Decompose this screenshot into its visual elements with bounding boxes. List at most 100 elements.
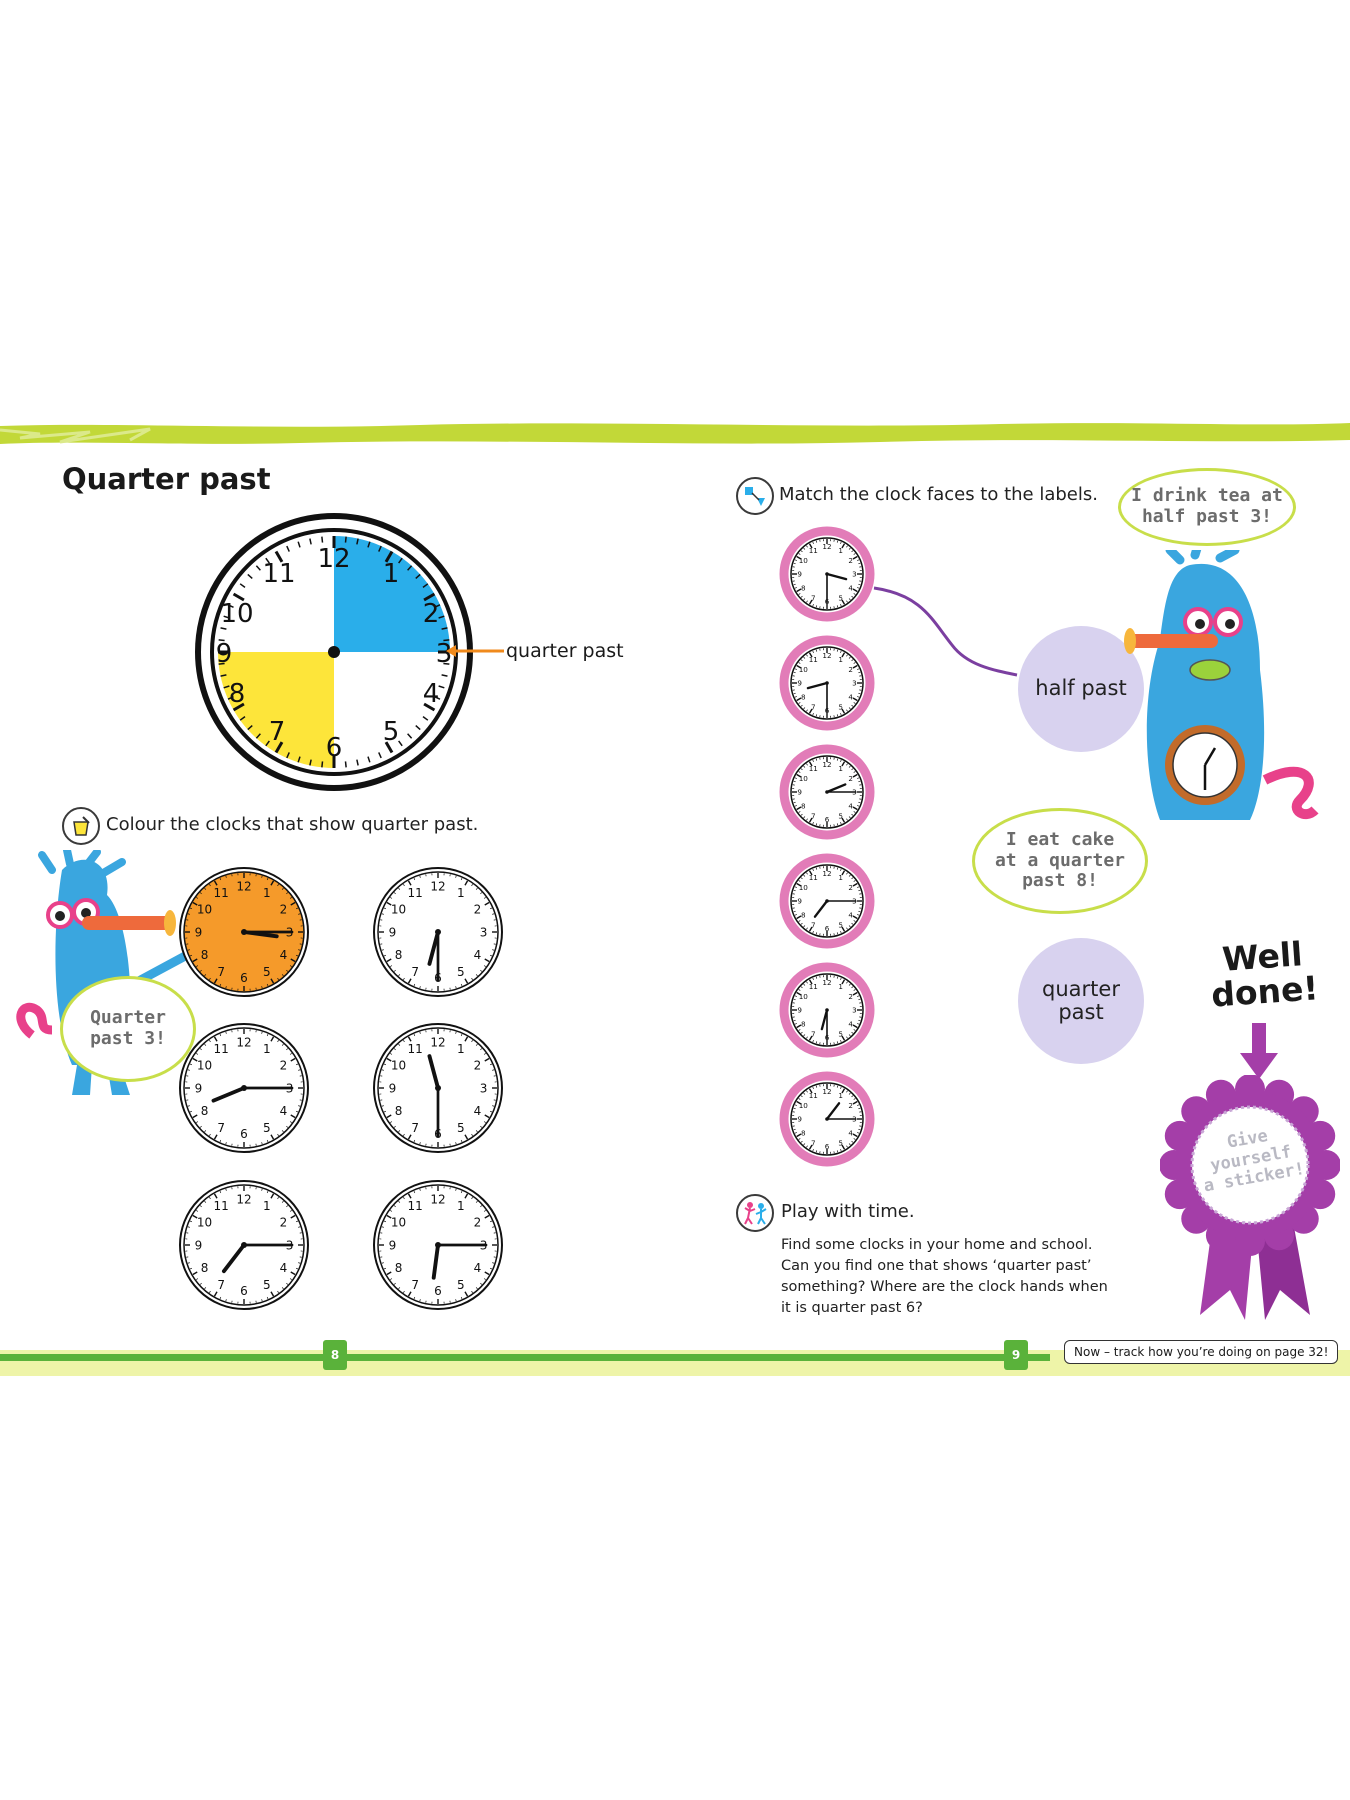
clock-tick — [464, 880, 469, 886]
clock-tick — [295, 1110, 299, 1113]
match-clock[interactable]: 123456789101112 — [777, 1069, 877, 1169]
clock-numeral: 8 — [801, 1019, 806, 1028]
play-heading: Play with time. — [781, 1201, 915, 1222]
clock-numeral: 5 — [457, 1278, 465, 1292]
clock-numeral: 2 — [848, 1101, 853, 1110]
clock-center — [825, 572, 829, 576]
clock-tick — [846, 981, 848, 984]
clock-tick — [281, 1200, 284, 1203]
clock-tick — [858, 1107, 861, 1110]
clock-tick — [381, 1262, 384, 1264]
colouring-clock[interactable]: 123456789101112 — [368, 1175, 508, 1315]
clock-numeral: 11 — [809, 764, 818, 773]
clock-tick — [798, 1029, 801, 1031]
clock-tick — [390, 897, 393, 899]
clock-tick — [815, 540, 818, 543]
clock-numeral: 5 — [838, 811, 843, 820]
clock-tick — [438, 615, 445, 619]
clock-tick — [383, 1220, 387, 1223]
clock-tick — [853, 1138, 856, 1140]
label-quarter-past[interactable]: quarter past — [1018, 938, 1144, 1064]
clock-center — [825, 1008, 829, 1012]
label-quarter-past-line: past — [1058, 1000, 1104, 1024]
clock-tick — [798, 702, 801, 704]
match-clock[interactable]: 123456789101112 — [777, 742, 877, 842]
clock-numeral: 5 — [457, 1121, 465, 1135]
clock-numeral: 1 — [457, 1042, 465, 1056]
colouring-clock[interactable]: 123456789101112 — [174, 1018, 314, 1158]
clock-numeral: 11 — [809, 546, 818, 555]
colour-instruction: Colour the clocks that show quarter past… — [106, 814, 479, 835]
clock-tick — [261, 1299, 263, 1302]
clock-tick — [464, 1193, 469, 1199]
clock-tick — [295, 1267, 299, 1270]
clock-tick — [213, 1036, 218, 1042]
clock-tick — [398, 1043, 401, 1046]
clock-tick — [419, 986, 421, 989]
clock-numeral: 7 — [811, 920, 816, 929]
clock-tick — [484, 901, 490, 906]
clock-tick — [808, 817, 813, 823]
clock-tick — [796, 773, 802, 778]
svg-text:3: 3 — [436, 639, 453, 669]
clock-tick — [239, 583, 246, 588]
clock-tick — [270, 978, 275, 984]
clock-tick — [390, 965, 393, 967]
clock-tick — [199, 1205, 202, 1208]
clock-tick — [846, 545, 848, 548]
clock-ring — [779, 1071, 875, 1167]
clock-tick — [492, 1069, 495, 1071]
match-clock[interactable]: 123456789101112 — [777, 960, 877, 1060]
clock-tick — [796, 806, 802, 811]
colouring-clock[interactable]: 123456789101112 — [174, 1175, 314, 1315]
clock-tick — [289, 1210, 292, 1212]
clock-numeral: 10 — [799, 556, 809, 565]
play-line: Can you find one that shows ‘quarter pas… — [781, 1258, 1092, 1275]
clock-tick — [796, 991, 802, 996]
clock-tick — [806, 545, 808, 548]
clock-tick — [434, 696, 441, 700]
clock-numeral: 12 — [822, 978, 831, 987]
clock-tick — [213, 1134, 218, 1140]
clock-tick — [800, 1140, 803, 1143]
colouring-clock[interactable]: 123456789101112 — [368, 862, 508, 1002]
clock-tick — [803, 765, 806, 768]
clock-tick — [857, 1132, 860, 1134]
clock-numeral: 11 — [214, 886, 229, 900]
clock-tick — [422, 716, 429, 721]
speech-bubble-left: Quarter past 3! — [60, 976, 196, 1082]
clock-tick — [309, 538, 312, 545]
clock-tick — [393, 1205, 396, 1208]
track-progress-note: Now – track how you’re doing on page 32! — [1064, 1340, 1339, 1364]
colouring-clock[interactable]: 123456789101112 — [368, 1018, 508, 1158]
svg-text:11: 11 — [262, 559, 295, 589]
clock-tick — [464, 1134, 469, 1140]
match-clock[interactable]: 123456789101112 — [777, 633, 877, 733]
clock-tick — [846, 1090, 848, 1093]
match-clock[interactable]: 123456789101112 — [777, 851, 877, 951]
clock-tick — [853, 880, 856, 882]
clock-numeral: 9 — [797, 788, 802, 797]
coloured-clock[interactable]: 123456789101112 — [174, 862, 314, 1002]
clock-tick — [857, 1104, 860, 1106]
clock-tick — [489, 1267, 493, 1270]
clock-tick — [464, 978, 469, 984]
clock-tick — [848, 765, 851, 768]
clock-tick — [274, 550, 284, 563]
clock-tick — [853, 989, 856, 991]
clock-tick — [204, 974, 207, 977]
clock-numeral: 12 — [822, 651, 831, 660]
arrow-down-icon — [1240, 1023, 1278, 1079]
hour-hand — [813, 899, 829, 918]
clock-tick — [266, 983, 269, 987]
clock-tick — [803, 547, 806, 550]
clock-tick — [815, 649, 818, 652]
clock-tick — [460, 877, 463, 881]
clock-tick — [853, 1098, 856, 1100]
clock-tick — [794, 914, 797, 916]
clock-tick — [840, 759, 842, 762]
clock-tick — [815, 1085, 818, 1088]
clock-tick — [815, 867, 818, 870]
label-half-past[interactable]: half past — [1018, 626, 1144, 752]
match-clock[interactable]: 123456789101112 — [777, 524, 877, 624]
